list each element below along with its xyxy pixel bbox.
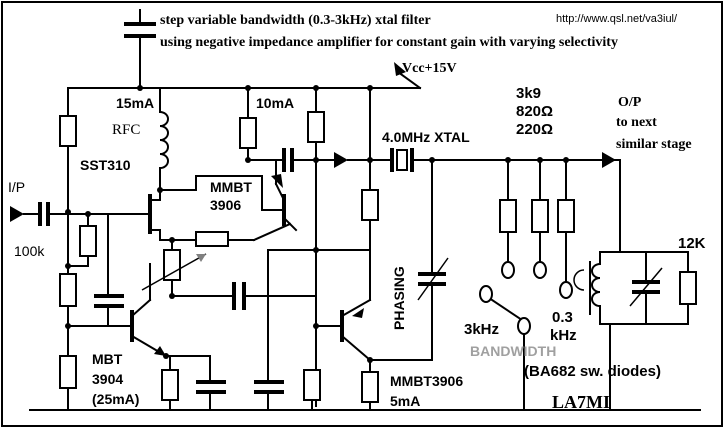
feedback-capacitor bbox=[171, 282, 317, 310]
mbt-label-2: 3904 bbox=[92, 371, 123, 387]
mmbt-bottom-label-2: 5mA bbox=[390, 393, 420, 409]
output-label-3: similar stage bbox=[616, 137, 692, 152]
bandwidth-label: BANDWIDTH bbox=[470, 343, 556, 359]
bandwidth-switch bbox=[479, 285, 531, 411]
rfc-label: RFC bbox=[112, 122, 140, 138]
phasing-label: PHASING bbox=[391, 266, 407, 330]
bw-03-label-1: 0.3 bbox=[552, 309, 573, 326]
bandwidth-resistors bbox=[499, 157, 575, 299]
transistor-mmbt3906-top bbox=[195, 87, 298, 232]
mmbt-bottom-label-1: MMBT3906 bbox=[390, 373, 463, 389]
decoupling-capacitor bbox=[124, 9, 156, 89]
bw-3khz-label: 3kHz bbox=[464, 321, 499, 338]
rfc-inductor bbox=[158, 87, 169, 191]
sst310-label: SST310 bbox=[80, 157, 131, 173]
supply-rail bbox=[67, 62, 422, 91]
emitter-network bbox=[161, 355, 284, 411]
base-capacitor bbox=[87, 213, 124, 327]
bw-03-label-2: kHz bbox=[550, 327, 577, 344]
diodes-label: (BA682 sw. diodes) bbox=[524, 363, 661, 380]
mmbt-top-label-2: 3906 bbox=[210, 197, 241, 213]
title-line-2: using negative impedance amplifier for c… bbox=[160, 35, 618, 50]
r-3k9-label: 3k9 bbox=[516, 85, 541, 102]
r-820-label: 820Ω bbox=[516, 103, 553, 120]
xtal-label: 4.0MHz XTAL bbox=[382, 129, 470, 145]
tank-circuit bbox=[573, 159, 697, 411]
mmbt-top-label-1: MMBT bbox=[210, 179, 252, 195]
input-cap-label: 100k bbox=[14, 243, 45, 259]
title-line-1: step variable bandwidth (0.3-3kHz) xtal … bbox=[160, 13, 431, 28]
transistor-mbt3904 bbox=[67, 263, 211, 359]
transistor-mmbt3906-bottom bbox=[303, 298, 433, 411]
phasing-capacitor bbox=[417, 159, 449, 361]
jfet-sst310 bbox=[139, 187, 163, 241]
current-label-10ma: 10mA bbox=[256, 95, 294, 111]
crystal-4mhz bbox=[390, 148, 621, 172]
output-label-2: to next bbox=[616, 115, 657, 130]
output-label-1: O/P bbox=[618, 95, 642, 110]
r-220-label: 220Ω bbox=[516, 121, 553, 138]
input-terminal bbox=[10, 202, 141, 226]
r-12k-label: 12K bbox=[678, 235, 706, 252]
mbt-label-3: (25mA) bbox=[92, 391, 139, 407]
current-label-15ma: 15mA bbox=[116, 95, 154, 111]
middle-resistors bbox=[307, 87, 379, 407]
source-network bbox=[141, 222, 292, 299]
vcc-label: Vcc+15V bbox=[402, 61, 457, 76]
author-label: LA7MI bbox=[552, 392, 610, 412]
bias-chain-left bbox=[59, 87, 77, 411]
source-url: http://www.qsl.net/va3iul/ bbox=[556, 13, 678, 25]
input-label: I/P bbox=[8, 179, 25, 195]
gate-resistor bbox=[67, 211, 97, 267]
mbt-label-1: MBT bbox=[92, 351, 123, 367]
